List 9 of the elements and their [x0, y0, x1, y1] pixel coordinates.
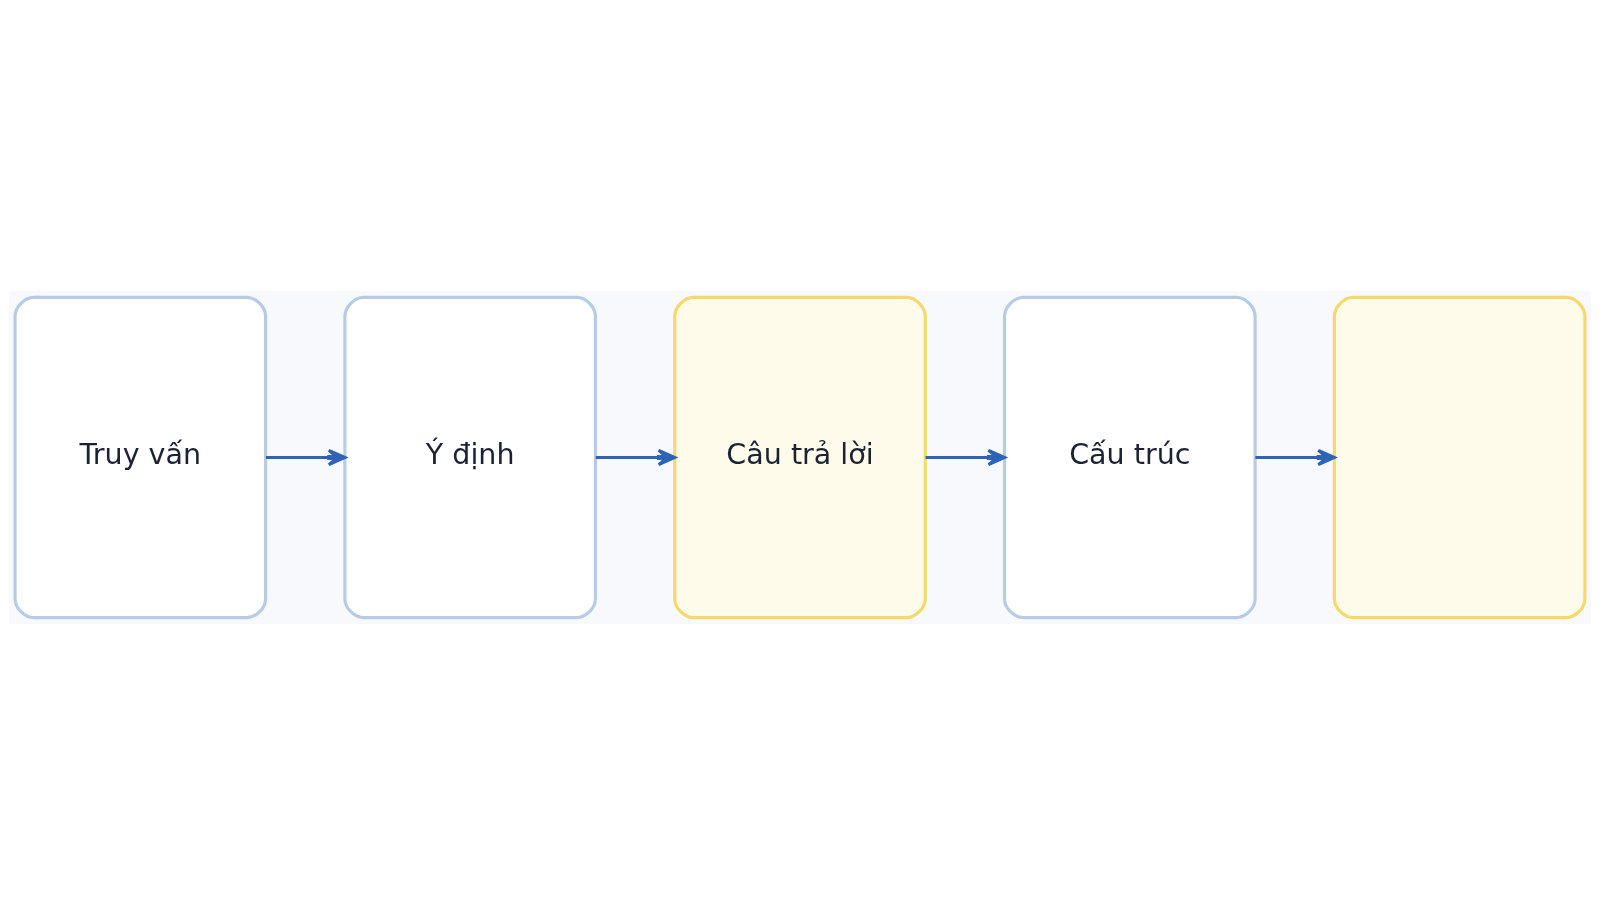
arrow	[265, 448, 347, 466]
arrow	[595, 448, 677, 466]
arrow	[1255, 448, 1336, 466]
node-box: Truy vấn	[13, 295, 268, 619]
arrow	[925, 448, 1006, 466]
node-box: Cấu trúc	[1002, 295, 1257, 619]
node-box: Ý định	[343, 295, 598, 619]
node-box	[1332, 295, 1587, 619]
node-box: Câu trả lời	[673, 295, 927, 619]
